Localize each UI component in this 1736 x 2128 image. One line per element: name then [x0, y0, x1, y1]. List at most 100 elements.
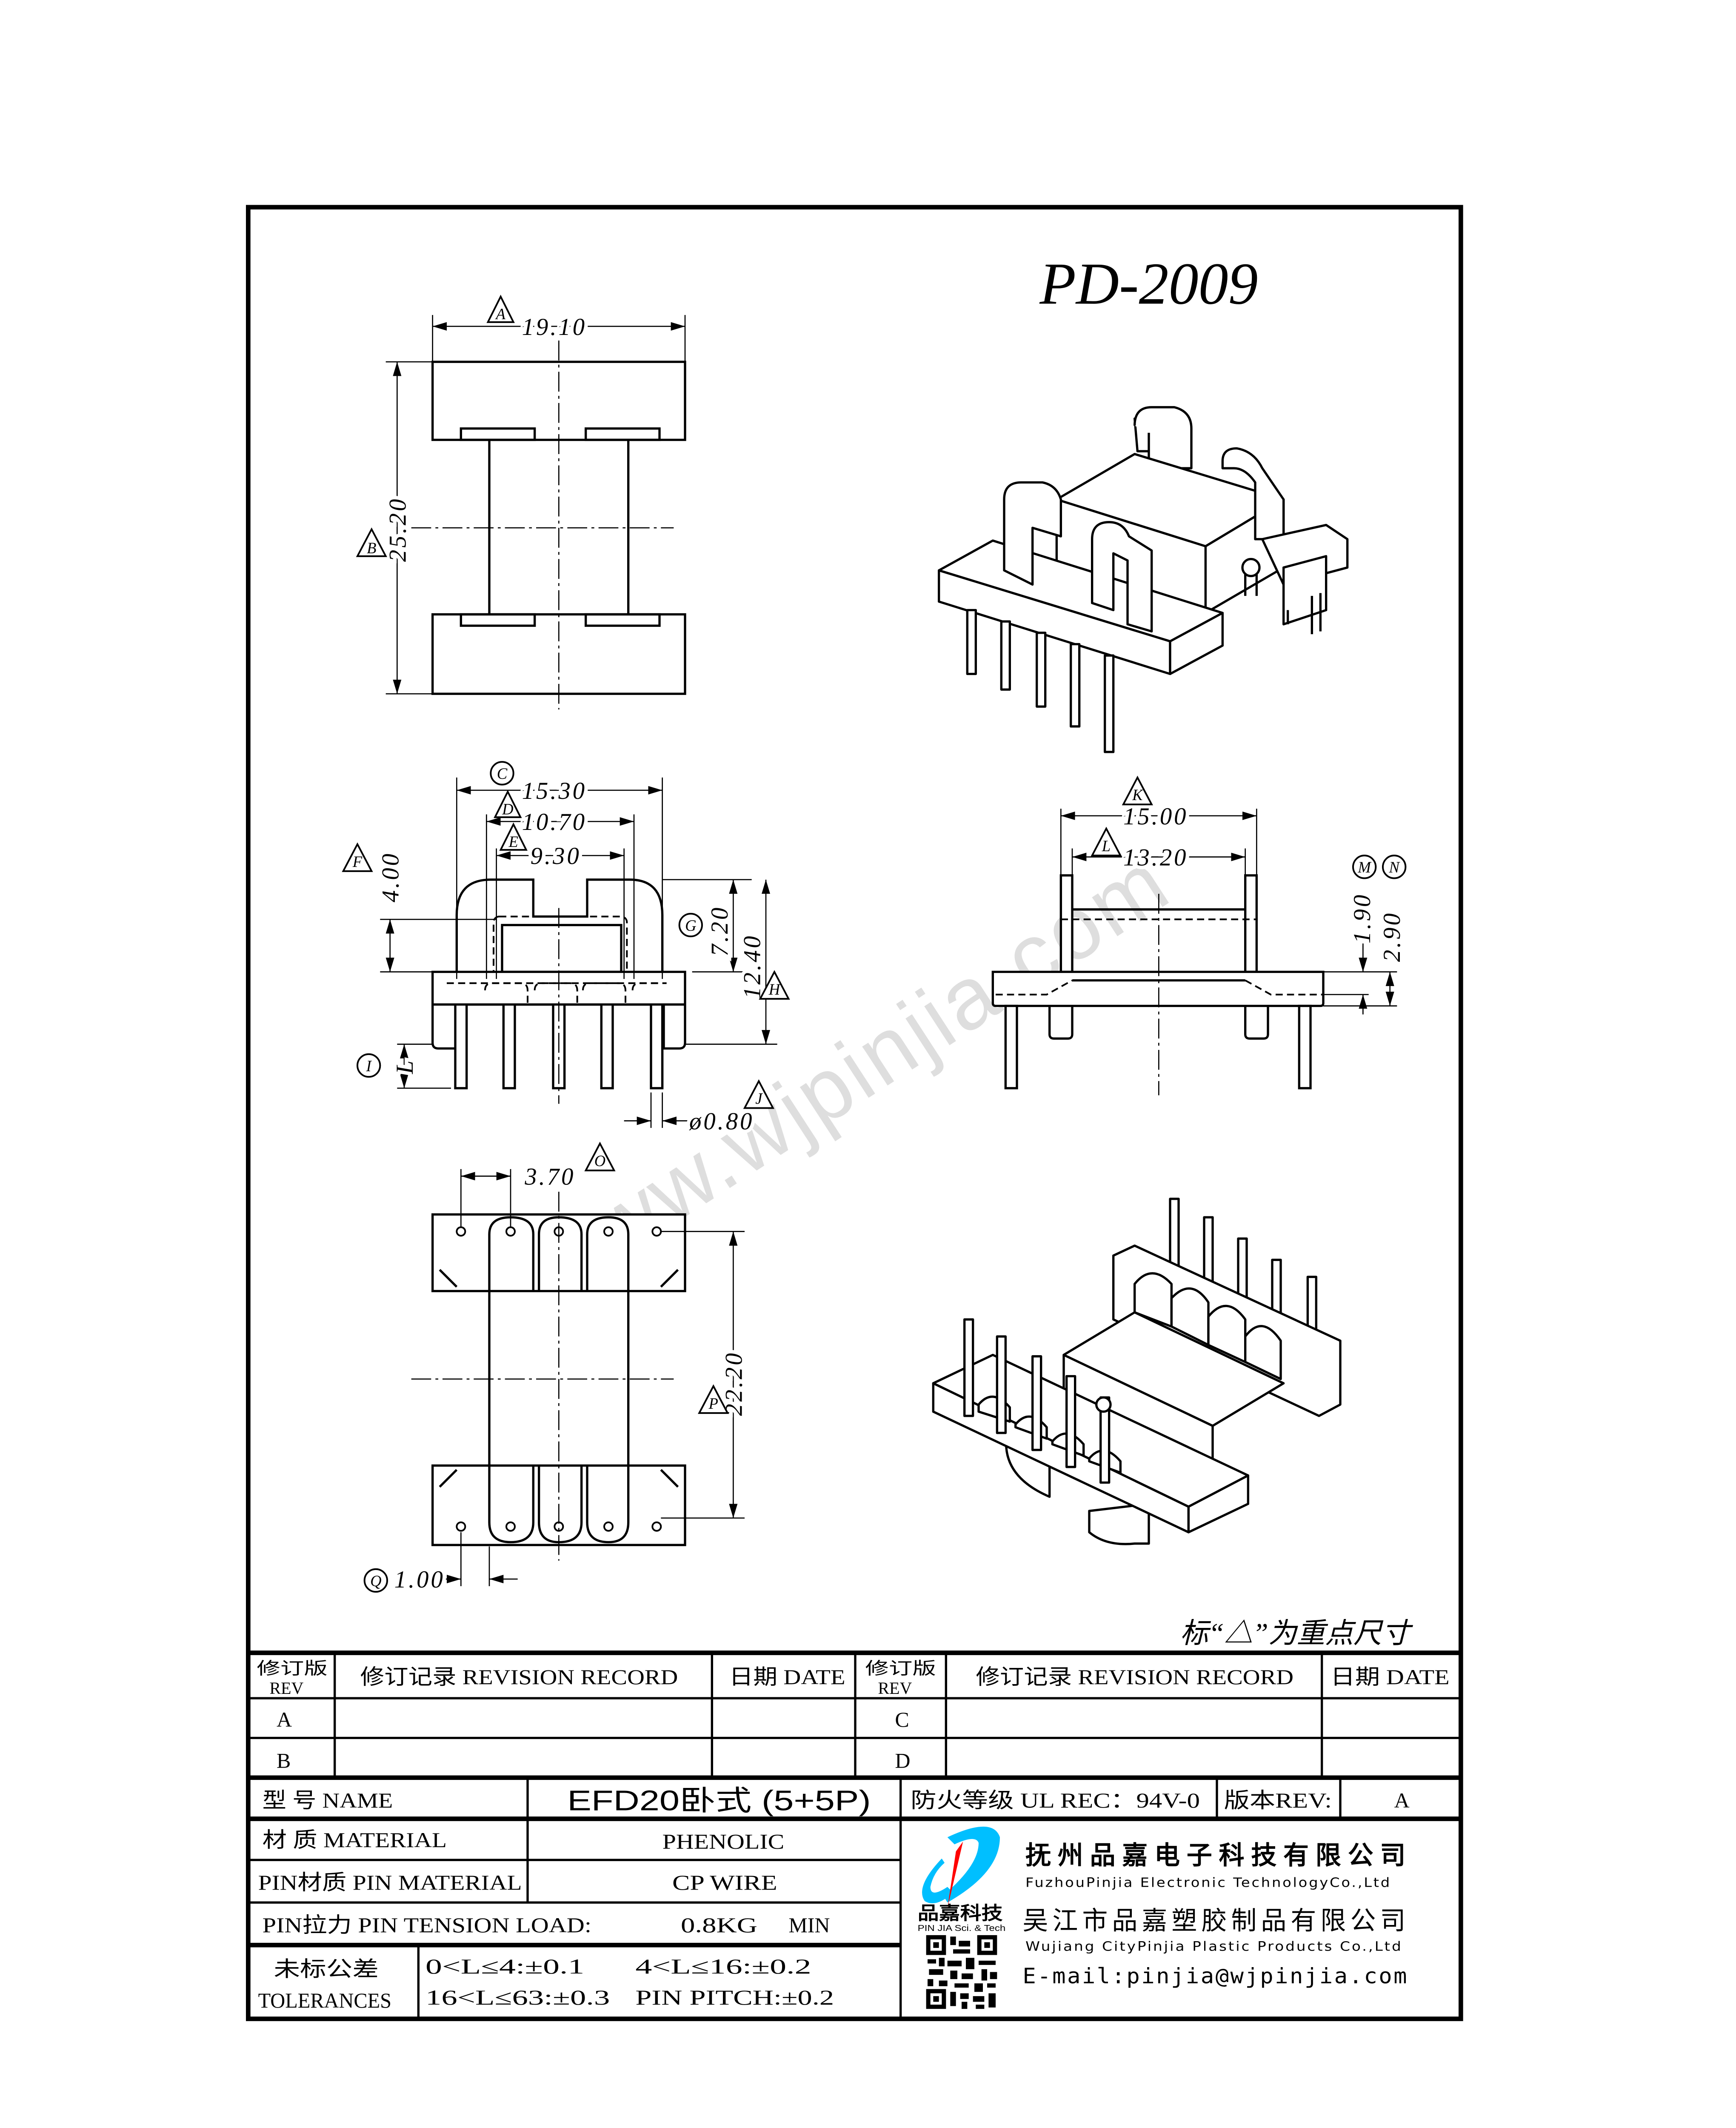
dim-marker-n: N [1382, 855, 1407, 879]
name-label: 型 号 NAME [263, 1788, 393, 1812]
rev-header-cn: 修订版 [257, 1659, 328, 1678]
key-dim-marker-e: E [499, 822, 528, 851]
key-dim-marker-l: L [1091, 827, 1122, 857]
svg-text:M: M [1357, 858, 1372, 876]
engineering-drawing: PD-2009 www.wjpinjia.com 19.10 A 25.20 B [246, 205, 1463, 2021]
tolerance-label-en: TOLERANCES [258, 1988, 391, 2012]
svg-text:A: A [495, 305, 505, 323]
tension-label: PIN拉力 PIN TENSION LOAD: [263, 1913, 591, 1937]
key-dim-marker-f: F [342, 842, 373, 872]
dim-l-value: 13.20 [1123, 845, 1188, 871]
rev-header-cn-2: 修订版 [865, 1659, 936, 1678]
dim-k-value: 15.00 [1123, 804, 1188, 830]
pin-material-value: CP WIRE [672, 1871, 777, 1894]
key-dim-marker-d: D [494, 789, 522, 818]
rev-header-en: REV [269, 1679, 303, 1698]
side-view: 15.00 K 13.20 L 1.90 2.90 M N [991, 775, 1409, 1095]
revision-table: 修订版 REV 修订记录 REVISION RECORD 日期 DATE 修订版… [248, 1650, 1461, 1780]
dim-j-value: ø0.80 [689, 1109, 754, 1135]
dim-a-value: 19.10 [522, 314, 587, 340]
svg-text:H: H [768, 981, 781, 998]
fire-rating: 防火等级 UL REC：94V-0 [911, 1788, 1200, 1812]
key-dim-marker-j: J [743, 1079, 774, 1109]
rev-row-c: C [895, 1708, 909, 1731]
drawing-border [246, 205, 1463, 2021]
dim-n-value: 2.90 [1379, 911, 1405, 962]
isometric-view-top [938, 406, 1349, 753]
dim-e-value: 9.30 [531, 843, 581, 870]
svg-text:Q: Q [370, 1572, 381, 1590]
company-name-1-en: FuzhouPinjia Electronic TechnologyCo.,Lt… [1025, 1875, 1391, 1890]
date-header: 日期 DATE [729, 1665, 845, 1689]
key-dim-marker-a: A [486, 295, 515, 323]
qr-code [926, 1935, 997, 2009]
svg-text:I: I [366, 1057, 372, 1075]
dim-marker-m: M [1352, 855, 1377, 879]
logo-en: PIN JIA Sci. & Tech [918, 1924, 1006, 1933]
version-label: 版本REV: [1224, 1788, 1332, 1812]
dim-m-value: 1.90 [1349, 893, 1376, 944]
part-number-title: PD-2009 [1039, 251, 1258, 317]
key-dim-marker-o: O [584, 1141, 616, 1172]
dim-c-value: 15.30 [522, 778, 587, 804]
record-header-2: 修订记录 REVISION RECORD [976, 1665, 1293, 1689]
dim-marker-i: I [357, 1053, 381, 1078]
rev-row-d: D [895, 1749, 910, 1773]
bottom-view: 3.70 O 22.20 P 1.00 Q [363, 1141, 751, 1597]
key-dim-marker-b: B [356, 527, 387, 557]
name-value: EFD20卧式 (5+5P) [567, 1785, 871, 1817]
tolerance-label-cn: 未标公差 [274, 1957, 379, 1981]
tolerance-2: 4<L≤16:±0.2 [635, 1954, 811, 1978]
title-block: 型 号 NAME EFD20卧式 (5+5P) 防火等级 UL REC：94V-… [248, 1777, 1461, 2019]
svg-text:E: E [508, 833, 518, 850]
key-dim-marker-p: P [698, 1384, 729, 1414]
svg-text:D: D [502, 800, 513, 818]
company-name-2-en: Wujiang CityPinjia Plastic Products Co.,… [1025, 1939, 1403, 1954]
dim-i-value: L [392, 1058, 418, 1075]
svg-text:C: C [497, 765, 508, 782]
svg-text:K: K [1132, 786, 1144, 804]
material-value: PHENOLIC [662, 1830, 785, 1853]
dim-marker-g: G [678, 912, 703, 938]
dim-marker-q: Q [363, 1568, 388, 1593]
key-dim-marker-h: H [759, 970, 790, 1000]
pin-material-label: PIN材质 PIN MATERIAL [258, 1871, 522, 1894]
svg-text:B: B [367, 539, 376, 557]
rev-row-b: B [277, 1749, 291, 1773]
isometric-view-bottom [932, 1198, 1342, 1545]
dim-f-value: 4.00 [378, 852, 404, 902]
logo-cn: 品嘉科技 [918, 1903, 1003, 1924]
material-label: 材 质 MATERIAL [263, 1828, 447, 1852]
rev-header-en-2: REV [878, 1679, 912, 1698]
tension-unit: MIN [788, 1913, 830, 1937]
dim-d-value: 10.70 [522, 809, 587, 835]
dim-marker-c: C [490, 761, 514, 786]
tolerance-3: 16<L≤63:±0.3 [425, 1985, 610, 2009]
version-value: A [1394, 1788, 1410, 1812]
dim-h-value: 12.40 [740, 934, 766, 998]
svg-text:O: O [594, 1152, 605, 1170]
key-dim-marker-k: K [1122, 775, 1153, 806]
tension-value: 0.8KG [681, 1913, 757, 1937]
date-header-2: 日期 DATE [1331, 1665, 1450, 1689]
company-logo: 品嘉科技 PIN JIA Sci. & Tech [918, 1826, 1006, 1933]
top-view: 19.10 A 25.20 B [356, 295, 686, 709]
svg-text:F: F [352, 853, 363, 870]
company-name-1-cn: 抚州品嘉电子科技有限公司 [1025, 1841, 1405, 1871]
company-email: E-mail:pinjia@wjpinjia.com [1022, 1964, 1408, 1988]
record-header: 修订记录 REVISION RECORD [360, 1665, 678, 1689]
rev-row-a: A [277, 1708, 292, 1731]
dim-b-value: 25.20 [385, 497, 411, 562]
company-name-2-cn: 吴江市品嘉塑胶制品有限公司 [1022, 1906, 1405, 1936]
dim-g-value: 7.20 [707, 906, 733, 956]
key-dimension-note: 标“△”为重点尺寸 [1180, 1618, 1413, 1649]
front-view: 15.30 C 10.70 D 9.30 E 4.00 F 7.20 G 12.… [342, 761, 790, 1138]
dim-q-value: 1.00 [394, 1567, 445, 1593]
svg-text:N: N [1388, 858, 1400, 876]
dim-o-value: 3.70 [524, 1164, 575, 1190]
svg-text:J: J [755, 1090, 763, 1107]
svg-text:G: G [685, 917, 696, 934]
svg-text:P: P [708, 1395, 718, 1412]
svg-text:L: L [1102, 837, 1111, 855]
company-block: 品嘉科技 PIN JIA Sci. & Tech 抚州品嘉电子科技有限公司 Fu… [918, 1826, 1408, 2009]
